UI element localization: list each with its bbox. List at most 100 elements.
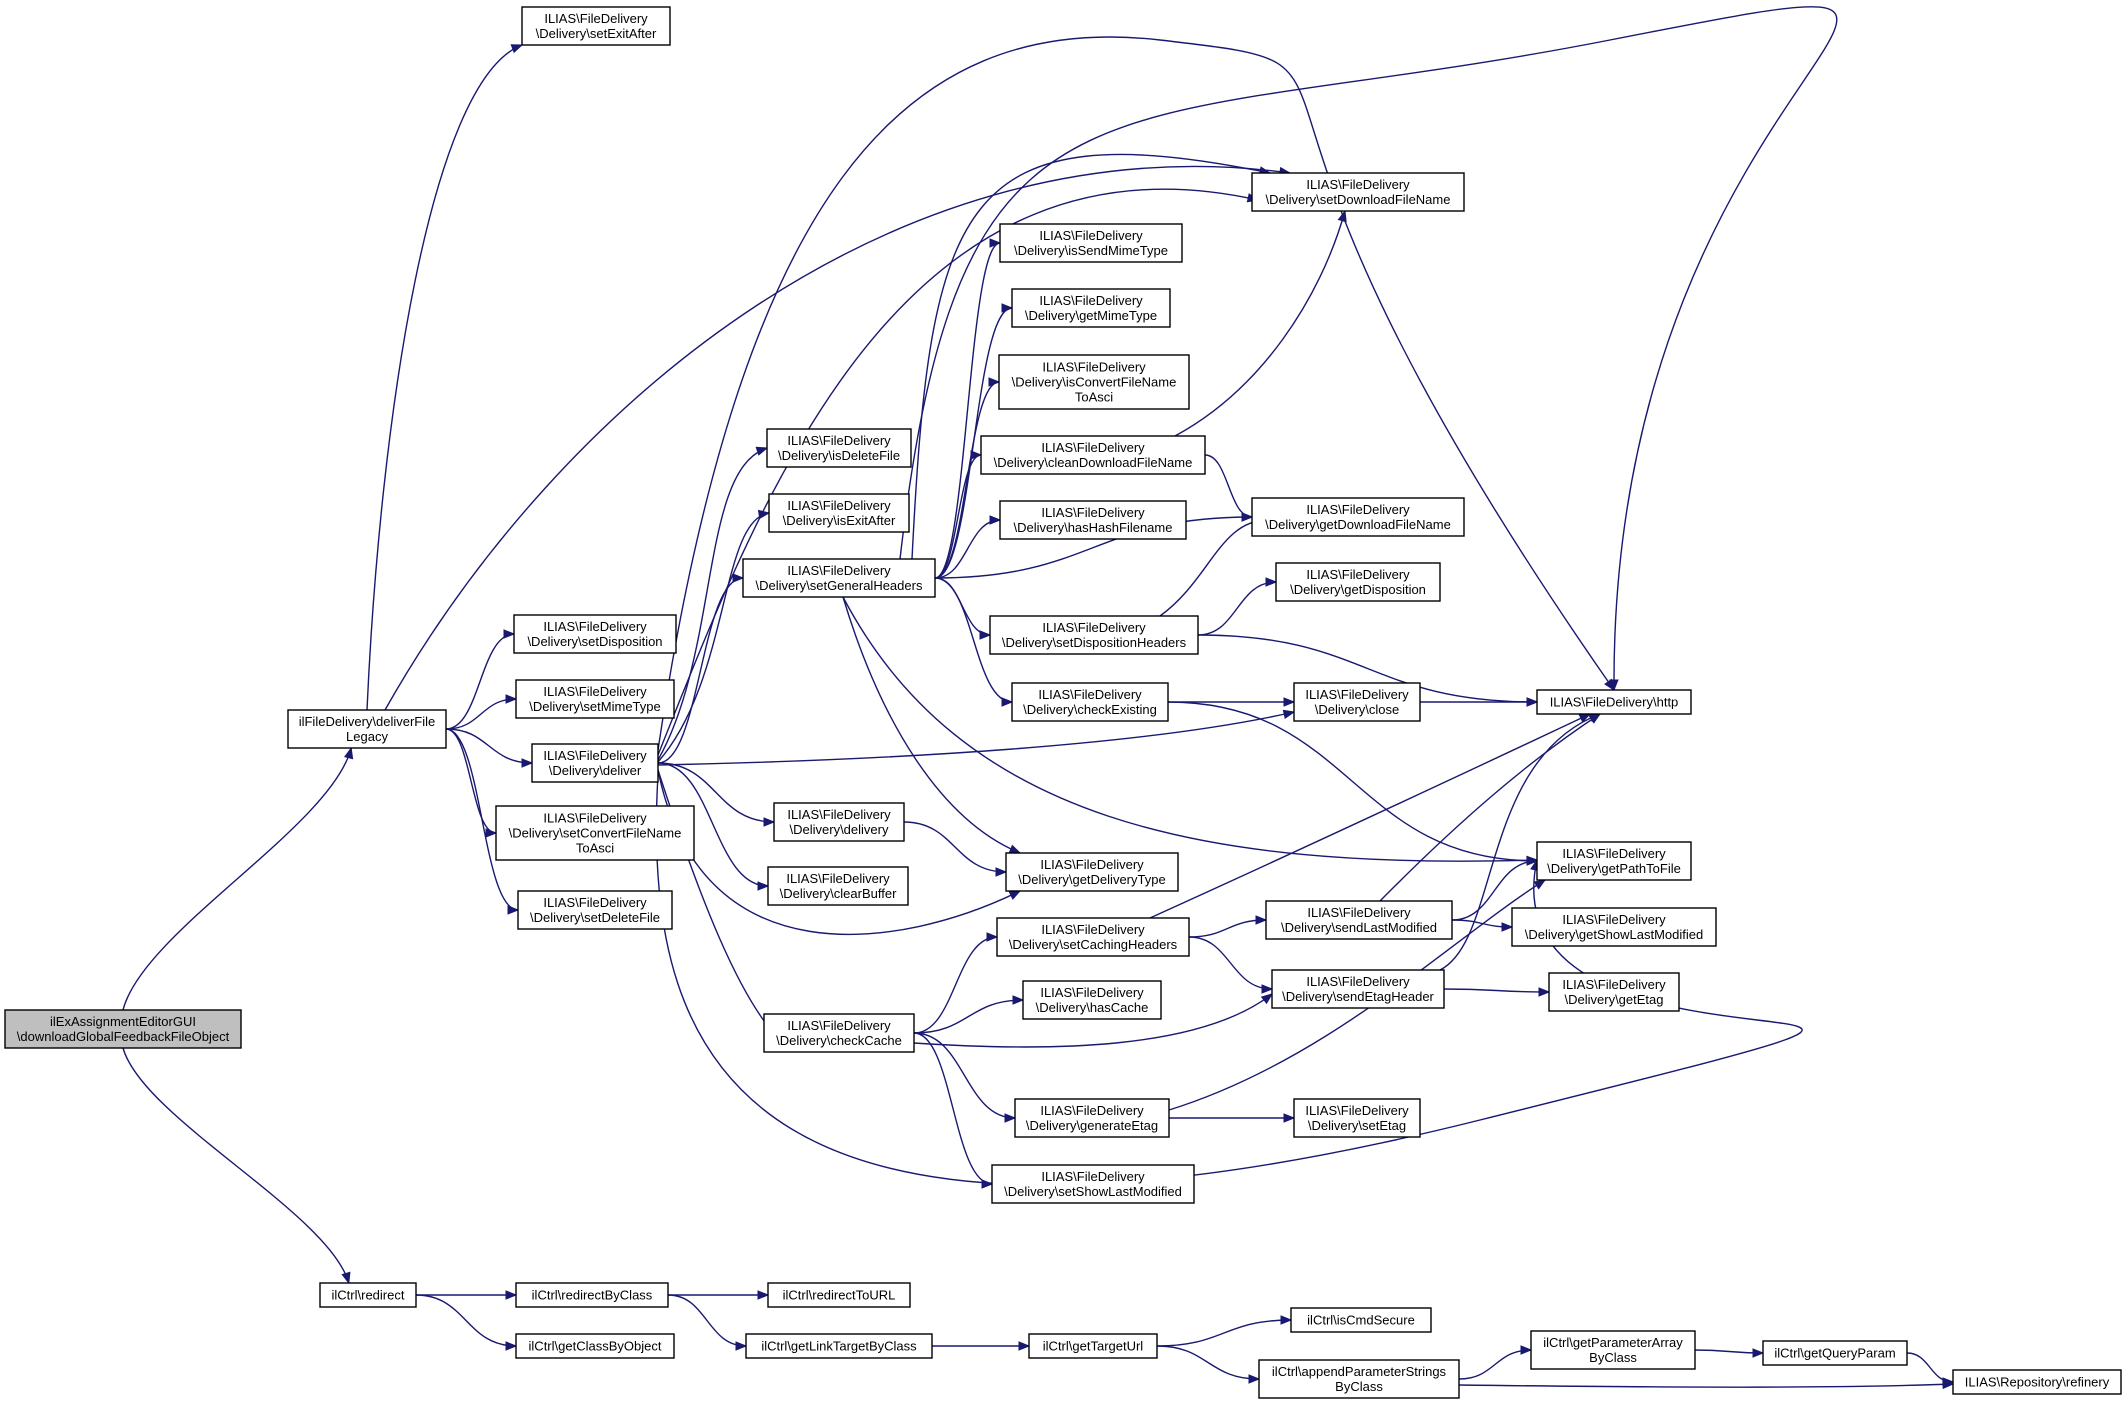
node-box <box>1536 689 1692 715</box>
node-setDeleteFile[interactable]: ILIAS\FileDelivery\Delivery\setDeleteFil… <box>517 890 673 930</box>
node-label-line: ILIAS\FileDelivery <box>1562 846 1666 861</box>
node-generateEtag[interactable]: ILIAS\FileDelivery\Delivery\generateEtag <box>1014 1098 1170 1138</box>
node-label-line: ILIAS\FileDelivery <box>543 619 647 634</box>
node-getDownloadFileName[interactable]: ILIAS\FileDelivery\Delivery\getDownloadF… <box>1251 497 1465 537</box>
node-getPathToFile[interactable]: ILIAS\FileDelivery\Delivery\getPathToFil… <box>1536 841 1692 881</box>
node-label-line: \Delivery\hasCache <box>1036 1000 1149 1015</box>
node-getMimeType[interactable]: ILIAS\FileDelivery\Delivery\getMimeType <box>1011 288 1171 328</box>
node-box <box>998 354 1190 410</box>
node-label-line: \Delivery\setEtag <box>1308 1118 1406 1133</box>
node-getQueryParam[interactable]: ilCtrl\getQueryParam <box>1762 1340 1908 1366</box>
node-setDownloadFileName[interactable]: ILIAS\FileDelivery\Delivery\setDownloadF… <box>1251 172 1465 212</box>
node-label-line: \Delivery\getDownloadFileName <box>1265 517 1451 532</box>
node-getLinkTargetByClass[interactable]: ilCtrl\getLinkTargetByClass <box>745 1333 933 1359</box>
node-label-line: ilCtrl\isCmdSecure <box>1307 1313 1415 1328</box>
edge-setGeneralHeaders-to-getPathToFile <box>842 596 1538 862</box>
node-delivery[interactable]: ILIAS\FileDelivery\Delivery\delivery <box>773 802 905 842</box>
node-isDeleteFile[interactable]: ILIAS\FileDelivery\Delivery\isDeleteFile <box>766 428 912 468</box>
node-label-line: ILIAS\FileDelivery\http <box>1550 695 1679 710</box>
edge-arrowhead <box>979 630 992 640</box>
node-setDispositionHeaders[interactable]: ILIAS\FileDelivery\Delivery\setDispositi… <box>989 615 1199 655</box>
edge-arrowhead <box>1526 697 1539 707</box>
edge-appendParameterStringsByClass-to-getParameterArrayByClass <box>1458 1349 1532 1380</box>
node-label-line: ByClass <box>1335 1379 1383 1394</box>
node-label-line: ILIAS\FileDelivery <box>787 498 891 513</box>
node-redirectByClass[interactable]: ilCtrl\redirectByClass <box>515 1282 669 1308</box>
node-getEtag[interactable]: ILIAS\FileDelivery\Delivery\getEtag <box>1548 972 1680 1012</box>
node-isExitAfter[interactable]: ILIAS\FileDelivery\Delivery\isExitAfter <box>768 493 910 533</box>
node-setMimeType[interactable]: ILIAS\FileDelivery\Delivery\setMimeType <box>515 679 675 719</box>
node-redirectToURL[interactable]: ilCtrl\redirectToURL <box>767 1282 911 1308</box>
node-redirect[interactable]: ilCtrl\redirect <box>319 1282 417 1308</box>
node-setConvertFileNameToAsci[interactable]: ILIAS\FileDelivery\Delivery\setConvertFi… <box>495 805 695 861</box>
node-label-line: ILIAS\FileDelivery <box>787 1018 891 1033</box>
node-http[interactable]: ILIAS\FileDelivery\http <box>1536 689 1692 715</box>
node-checkCache[interactable]: ILIAS\FileDelivery\Delivery\checkCache <box>763 1013 915 1053</box>
node-setExitAfter[interactable]: ILIAS\FileDelivery\Delivery\setExitAfter <box>521 6 671 46</box>
node-getDeliveryType[interactable]: ILIAS\FileDelivery\Delivery\getDeliveryT… <box>1005 852 1179 892</box>
node-isCmdSecure[interactable]: ilCtrl\isCmdSecure <box>1290 1307 1432 1333</box>
node-getTargetUrl[interactable]: ilCtrl\getTargetUrl <box>1028 1333 1158 1359</box>
node-sendLastModified[interactable]: ILIAS\FileDelivery\Delivery\sendLastModi… <box>1265 900 1453 940</box>
node-deliver[interactable]: ILIAS\FileDelivery\Delivery\deliver <box>531 743 659 783</box>
edge-setCachingHeaders-to-http <box>1149 713 1591 919</box>
node-close[interactable]: ILIAS\FileDelivery\Delivery\close <box>1293 682 1421 722</box>
edge-arrowhead <box>995 867 1008 877</box>
edge-arrowhead <box>1261 984 1274 994</box>
node-box <box>1271 969 1445 1009</box>
edge-arrowhead <box>757 1290 770 1300</box>
node-setGeneralHeaders[interactable]: ILIAS\FileDelivery\Delivery\setGeneralHe… <box>742 558 936 598</box>
node-label-line: \Delivery\setCachingHeaders <box>1009 937 1178 952</box>
node-label-line: ILIAS\FileDelivery <box>1041 922 1145 937</box>
edge-arrowhead <box>503 629 516 639</box>
node-setCachingHeaders[interactable]: ILIAS\FileDelivery\Delivery\setCachingHe… <box>996 917 1190 957</box>
node-box <box>1762 1340 1908 1366</box>
node-label-line: ILIAS\FileDelivery <box>1306 177 1410 192</box>
edge-deliver-to-isExitAfter <box>657 512 770 763</box>
node-isConvertFileNameToAsci[interactable]: ILIAS\FileDelivery\Delivery\isConvertFil… <box>998 354 1190 410</box>
node-box <box>1022 980 1162 1020</box>
node-checkExisting[interactable]: ILIAS\FileDelivery\Delivery\checkExistin… <box>1011 682 1169 722</box>
node-refinery[interactable]: ILIAS\Repository\refinery <box>1952 1369 2122 1395</box>
node-hasHashFilename[interactable]: ILIAS\FileDelivery\Delivery\hasHashFilen… <box>999 500 1187 540</box>
node-clearBuffer[interactable]: ILIAS\FileDelivery\Delivery\clearBuffer <box>767 866 909 906</box>
node-box <box>287 709 447 749</box>
node-box <box>521 6 671 46</box>
edge-getTargetUrl-to-isCmdSecure <box>1156 1319 1292 1347</box>
edge-setGeneralHeaders-to-getDownloadFileName <box>934 516 1253 579</box>
node-cleanDownloadFileName[interactable]: ILIAS\FileDelivery\Delivery\cleanDownloa… <box>980 435 1206 475</box>
node-setDisposition[interactable]: ILIAS\FileDelivery\Delivery\setDispositi… <box>513 614 677 654</box>
node-root[interactable]: ilExAssignmentEditorGUI\downloadGlobalFe… <box>4 1009 242 1049</box>
node-label-line: ilExAssignmentEditorGUI <box>50 1014 196 1029</box>
edge-cleanDownloadFileName-to-setDownloadFileName <box>1174 210 1346 437</box>
node-sendEtagHeader[interactable]: ILIAS\FileDelivery\Delivery\sendEtagHead… <box>1271 969 1445 1009</box>
node-hasCache[interactable]: ILIAS\FileDelivery\Delivery\hasCache <box>1022 980 1162 1020</box>
edge-arrowhead <box>1008 890 1022 900</box>
node-getDisposition[interactable]: ILIAS\FileDelivery\Delivery\getDispositi… <box>1275 562 1441 602</box>
node-label-line: ToAsci <box>1075 390 1113 405</box>
node-label-line: ILIAS\FileDelivery <box>1305 687 1409 702</box>
node-label-line: Legacy <box>346 729 388 744</box>
node-getClassByObject[interactable]: ilCtrl\getClassByObject <box>515 1333 675 1359</box>
node-label-line: ILIAS\FileDelivery <box>1041 505 1145 520</box>
node-isSendMimeType[interactable]: ILIAS\FileDelivery\Delivery\isSendMimeTy… <box>999 223 1183 263</box>
node-box <box>515 1282 669 1308</box>
edge-arrowhead <box>505 1341 518 1351</box>
edge-root-to-deliverFileLegacy <box>122 747 352 1011</box>
edge-delivery-to-getDeliveryType <box>903 821 1007 873</box>
node-setShowLastModified[interactable]: ILIAS\FileDelivery\Delivery\setShowLastM… <box>991 1164 1195 1204</box>
node-label-line: ilCtrl\redirect <box>332 1288 405 1303</box>
node-getShowLastModified[interactable]: ILIAS\FileDelivery\Delivery\getShowLastM… <box>1511 907 1717 947</box>
node-box <box>766 428 912 468</box>
node-box <box>1265 900 1453 940</box>
node-label-line: ILIAS\FileDelivery <box>1562 977 1666 992</box>
node-setEtag[interactable]: ILIAS\FileDelivery\Delivery\setEtag <box>1293 1098 1421 1138</box>
node-label-line: ByClass <box>1589 1350 1637 1365</box>
node-label-line: \Delivery\getEtag <box>1565 992 1664 1007</box>
edge-arrowhead <box>510 44 524 54</box>
node-label-line: ilCtrl\getQueryParam <box>1774 1346 1895 1361</box>
node-label-line: \Delivery\getDeliveryType <box>1018 872 1165 887</box>
